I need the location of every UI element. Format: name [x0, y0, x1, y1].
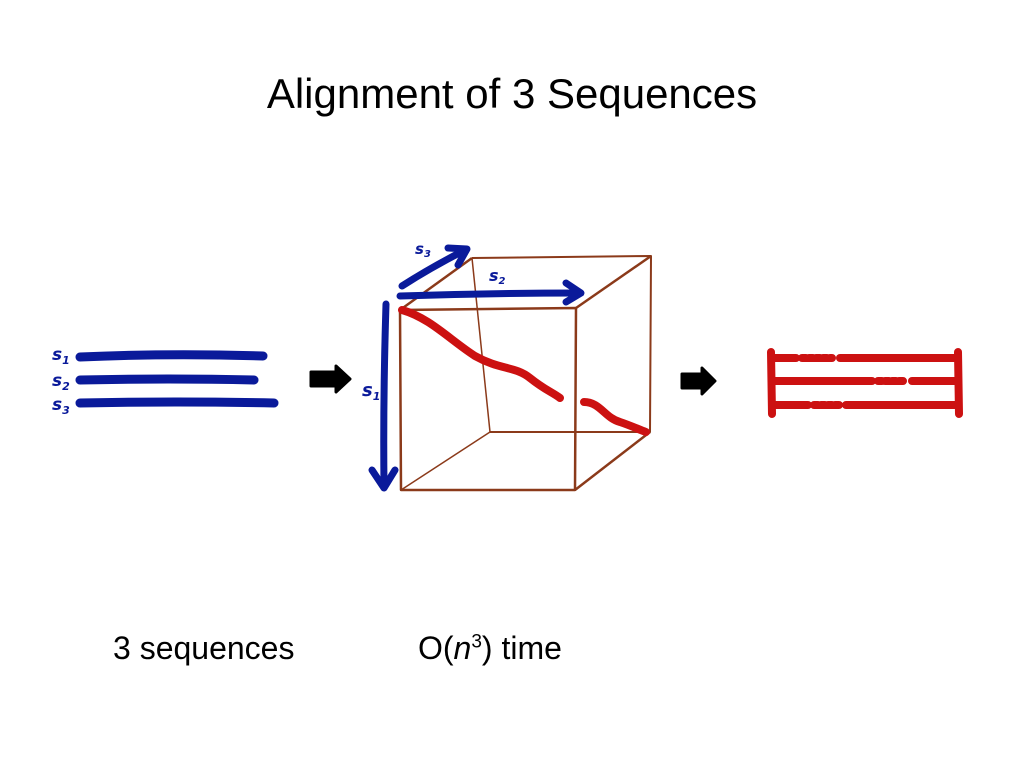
axis-arrow-s1 — [380, 300, 390, 490]
caption-time-prefix: O( — [418, 630, 454, 666]
sequence-line-s3 — [75, 397, 279, 408]
cube-axis-arrows — [368, 244, 585, 492]
input-sequence-labels: s1 s2 s3 — [52, 345, 70, 417]
axis-arrow-s2-head — [562, 279, 585, 306]
sequence-label-s3: s3 — [52, 395, 70, 417]
axis-label-s3: s3 — [415, 240, 431, 260]
cube-back-face — [471, 255, 652, 433]
sequence-line-s1 — [75, 350, 268, 362]
cube-edge-bottom-right — [574, 431, 651, 491]
slide-title: Alignment of 3 Sequences — [266, 70, 758, 117]
alignment-path-segment-1 — [398, 306, 564, 402]
caption-time-exponent: 3 — [471, 631, 482, 653]
cube-back-left-edge — [471, 257, 491, 433]
alignment-path-segment-2 — [580, 398, 650, 436]
caption-time-complexity: O(n3) time — [418, 630, 562, 667]
sequence-label-s1: s1 — [52, 345, 70, 367]
arrow-right-icon — [309, 364, 352, 394]
arrow-right-icon-2 — [680, 366, 717, 396]
cube-axis-labels: s1 s2 s3 — [362, 240, 506, 403]
cube-edge-top-right — [575, 254, 652, 310]
axis-arrow-s3 — [398, 246, 469, 290]
caption-time-suffix: ) time — [481, 630, 562, 666]
alignment-path — [398, 306, 650, 436]
axis-arrow-s3-head — [444, 244, 471, 269]
cube-edge-bottom-left — [400, 431, 491, 491]
sequence-label-s2: s2 — [52, 371, 70, 393]
input-sequences — [75, 350, 279, 408]
sequence-line-s2 — [75, 374, 259, 385]
axis-arrow-s2 — [396, 289, 583, 300]
caption-three-sequences: 3 sequences — [113, 630, 295, 666]
axis-label-s1: s1 — [362, 380, 380, 403]
axis-arrow-s1-head — [368, 466, 399, 492]
axis-label-s2: s2 — [489, 266, 506, 287]
cube-front-face — [398, 306, 578, 492]
output-alignment — [767, 348, 963, 418]
dp-cube — [398, 254, 652, 492]
caption-time-variable: n — [453, 630, 472, 666]
